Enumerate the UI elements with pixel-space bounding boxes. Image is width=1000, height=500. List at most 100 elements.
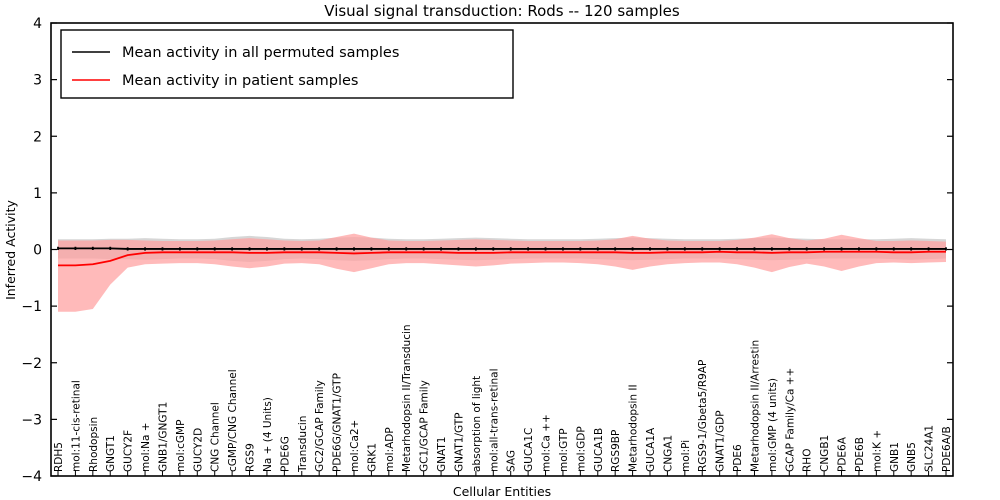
y-tick-label: 0 — [33, 243, 42, 259]
permuted-marker — [631, 247, 634, 251]
y-tick-label: 4 — [33, 16, 42, 32]
permuted-marker — [858, 247, 860, 251]
y-tick-label: 3 — [33, 73, 42, 89]
y-tick-label: −2 — [21, 356, 42, 372]
x-tick-label: mol:GTP — [558, 428, 570, 472]
x-tick-label: GNB1 — [889, 442, 901, 472]
x-tick-label: SLC24A1 — [924, 425, 936, 472]
x-tick-label: PDE6G/GNAT1/GTP — [332, 373, 344, 472]
permuted-marker — [335, 247, 338, 251]
x-tick-label: RGS9 — [245, 443, 257, 472]
x-tick-label: GCAP Family/Ca ++ — [784, 368, 796, 472]
chart-title: Visual signal transduction: Rods -- 120 … — [324, 2, 680, 20]
x-tick-label: GNB1/GNGT1 — [157, 402, 169, 472]
permuted-marker — [422, 247, 425, 251]
permuted-marker — [805, 247, 808, 251]
x-tick-label: RGS9-1/Gbeta5/R9AP — [697, 360, 709, 472]
x-axis-label: Cellular Entities — [453, 484, 551, 499]
permuted-marker — [823, 247, 826, 251]
permuted-marker — [562, 247, 564, 251]
x-tick-label: Metarhodopsin II/Arrestin — [749, 340, 761, 472]
x-tick-label: mol:cGMP — [175, 420, 187, 472]
x-tick-label: PDE6A/B — [941, 426, 953, 472]
x-tick-label: mol:Pi — [680, 440, 692, 472]
y-tick-label: 2 — [33, 129, 42, 145]
permuted-marker — [440, 247, 442, 251]
x-tick-label: mol:Ca ++ — [541, 414, 553, 472]
permuted-marker — [579, 247, 582, 251]
x-tick-label: CNG Channel — [210, 402, 222, 472]
permuted-marker — [892, 247, 895, 251]
permuted-marker — [387, 247, 390, 251]
permuted-marker — [318, 247, 321, 251]
permuted-marker — [875, 247, 878, 251]
permuted-marker — [927, 247, 930, 251]
x-tick-label: PDE6 — [732, 444, 744, 472]
permuted-marker — [736, 247, 738, 251]
y-axis-label: Inferred Activity — [3, 199, 18, 299]
permuted-marker — [770, 247, 773, 251]
x-tick-label: Metarhodopsin II/Transducin — [401, 324, 413, 472]
x-tick-label: GNGT1 — [105, 435, 117, 472]
x-tick-label: GC2/GCAP Family — [314, 380, 326, 472]
permuted-marker — [161, 247, 164, 251]
permuted-marker — [683, 247, 686, 251]
x-tick-label: GC1/GCAP Family — [419, 380, 431, 472]
x-tick-label: mol:ADP — [384, 427, 396, 472]
permuted-marker — [405, 247, 408, 251]
x-tick-label: GUCA1B — [593, 428, 605, 472]
permuted-marker — [126, 247, 129, 251]
permuted-marker — [57, 246, 59, 250]
x-tick-label: Transducin — [297, 416, 309, 473]
x-tick-label: absorption of light — [471, 376, 483, 472]
chart-legend: Mean activity in all permuted samples Me… — [60, 29, 514, 99]
x-tick-label: mol:all-trans-retinal — [488, 368, 500, 472]
x-tick-label: PDE6A — [837, 436, 849, 472]
x-tick-label: RDH5 — [53, 442, 65, 472]
x-tick-label: GNAT1/GDP — [715, 410, 727, 472]
permuted-marker — [544, 247, 547, 251]
permuted-marker — [266, 247, 268, 251]
permuted-marker — [596, 247, 599, 251]
x-tick-label: GNAT1/GTP — [453, 413, 465, 473]
permuted-marker — [649, 247, 651, 251]
permuted-marker-layer — [57, 246, 947, 251]
permuted-marker — [509, 247, 512, 251]
patient-mean-line — [58, 250, 946, 267]
permuted-marker — [666, 247, 669, 251]
permuted-marker — [474, 247, 477, 251]
permuted-marker — [788, 247, 791, 251]
legend-box — [60, 29, 514, 99]
permuted-marker — [753, 247, 756, 251]
x-tick-label: SAG — [506, 450, 518, 472]
permuted-mean-line — [58, 247, 946, 250]
x-tick-label: mol:K + — [871, 430, 883, 472]
x-tick-label: GUCA1C — [523, 428, 535, 472]
permuted-marker — [614, 247, 617, 251]
permuted-marker — [109, 246, 112, 250]
x-tick-label: RGS9BP — [610, 430, 622, 472]
x-tick-label: GUCY2D — [192, 428, 204, 472]
permuted-marker — [701, 247, 704, 251]
x-tick-label: Na + (4 Units) — [262, 397, 274, 472]
x-tick-label: GUCA1A — [645, 427, 657, 472]
x-tick-label: GUCY2F — [123, 430, 135, 472]
y-tick-label: 1 — [33, 186, 42, 202]
permuted-marker — [370, 247, 373, 251]
x-tick-label: RHO — [802, 449, 814, 472]
permuted-marker — [910, 247, 913, 251]
x-tick-label: CNGA1 — [662, 435, 674, 472]
permuted-marker — [196, 247, 199, 251]
x-tick-label: mol:GMP (4 units) — [767, 378, 779, 472]
x-tick-label: mol:GDP — [575, 426, 587, 472]
permuted-marker — [178, 247, 181, 251]
permuted-marker — [492, 247, 495, 251]
y-tick-label: −3 — [21, 412, 42, 428]
legend-label-permuted: Mean activity in all permuted samples — [122, 45, 399, 61]
x-tick-label: GNB5 — [906, 442, 918, 472]
permuted-marker — [353, 247, 355, 251]
